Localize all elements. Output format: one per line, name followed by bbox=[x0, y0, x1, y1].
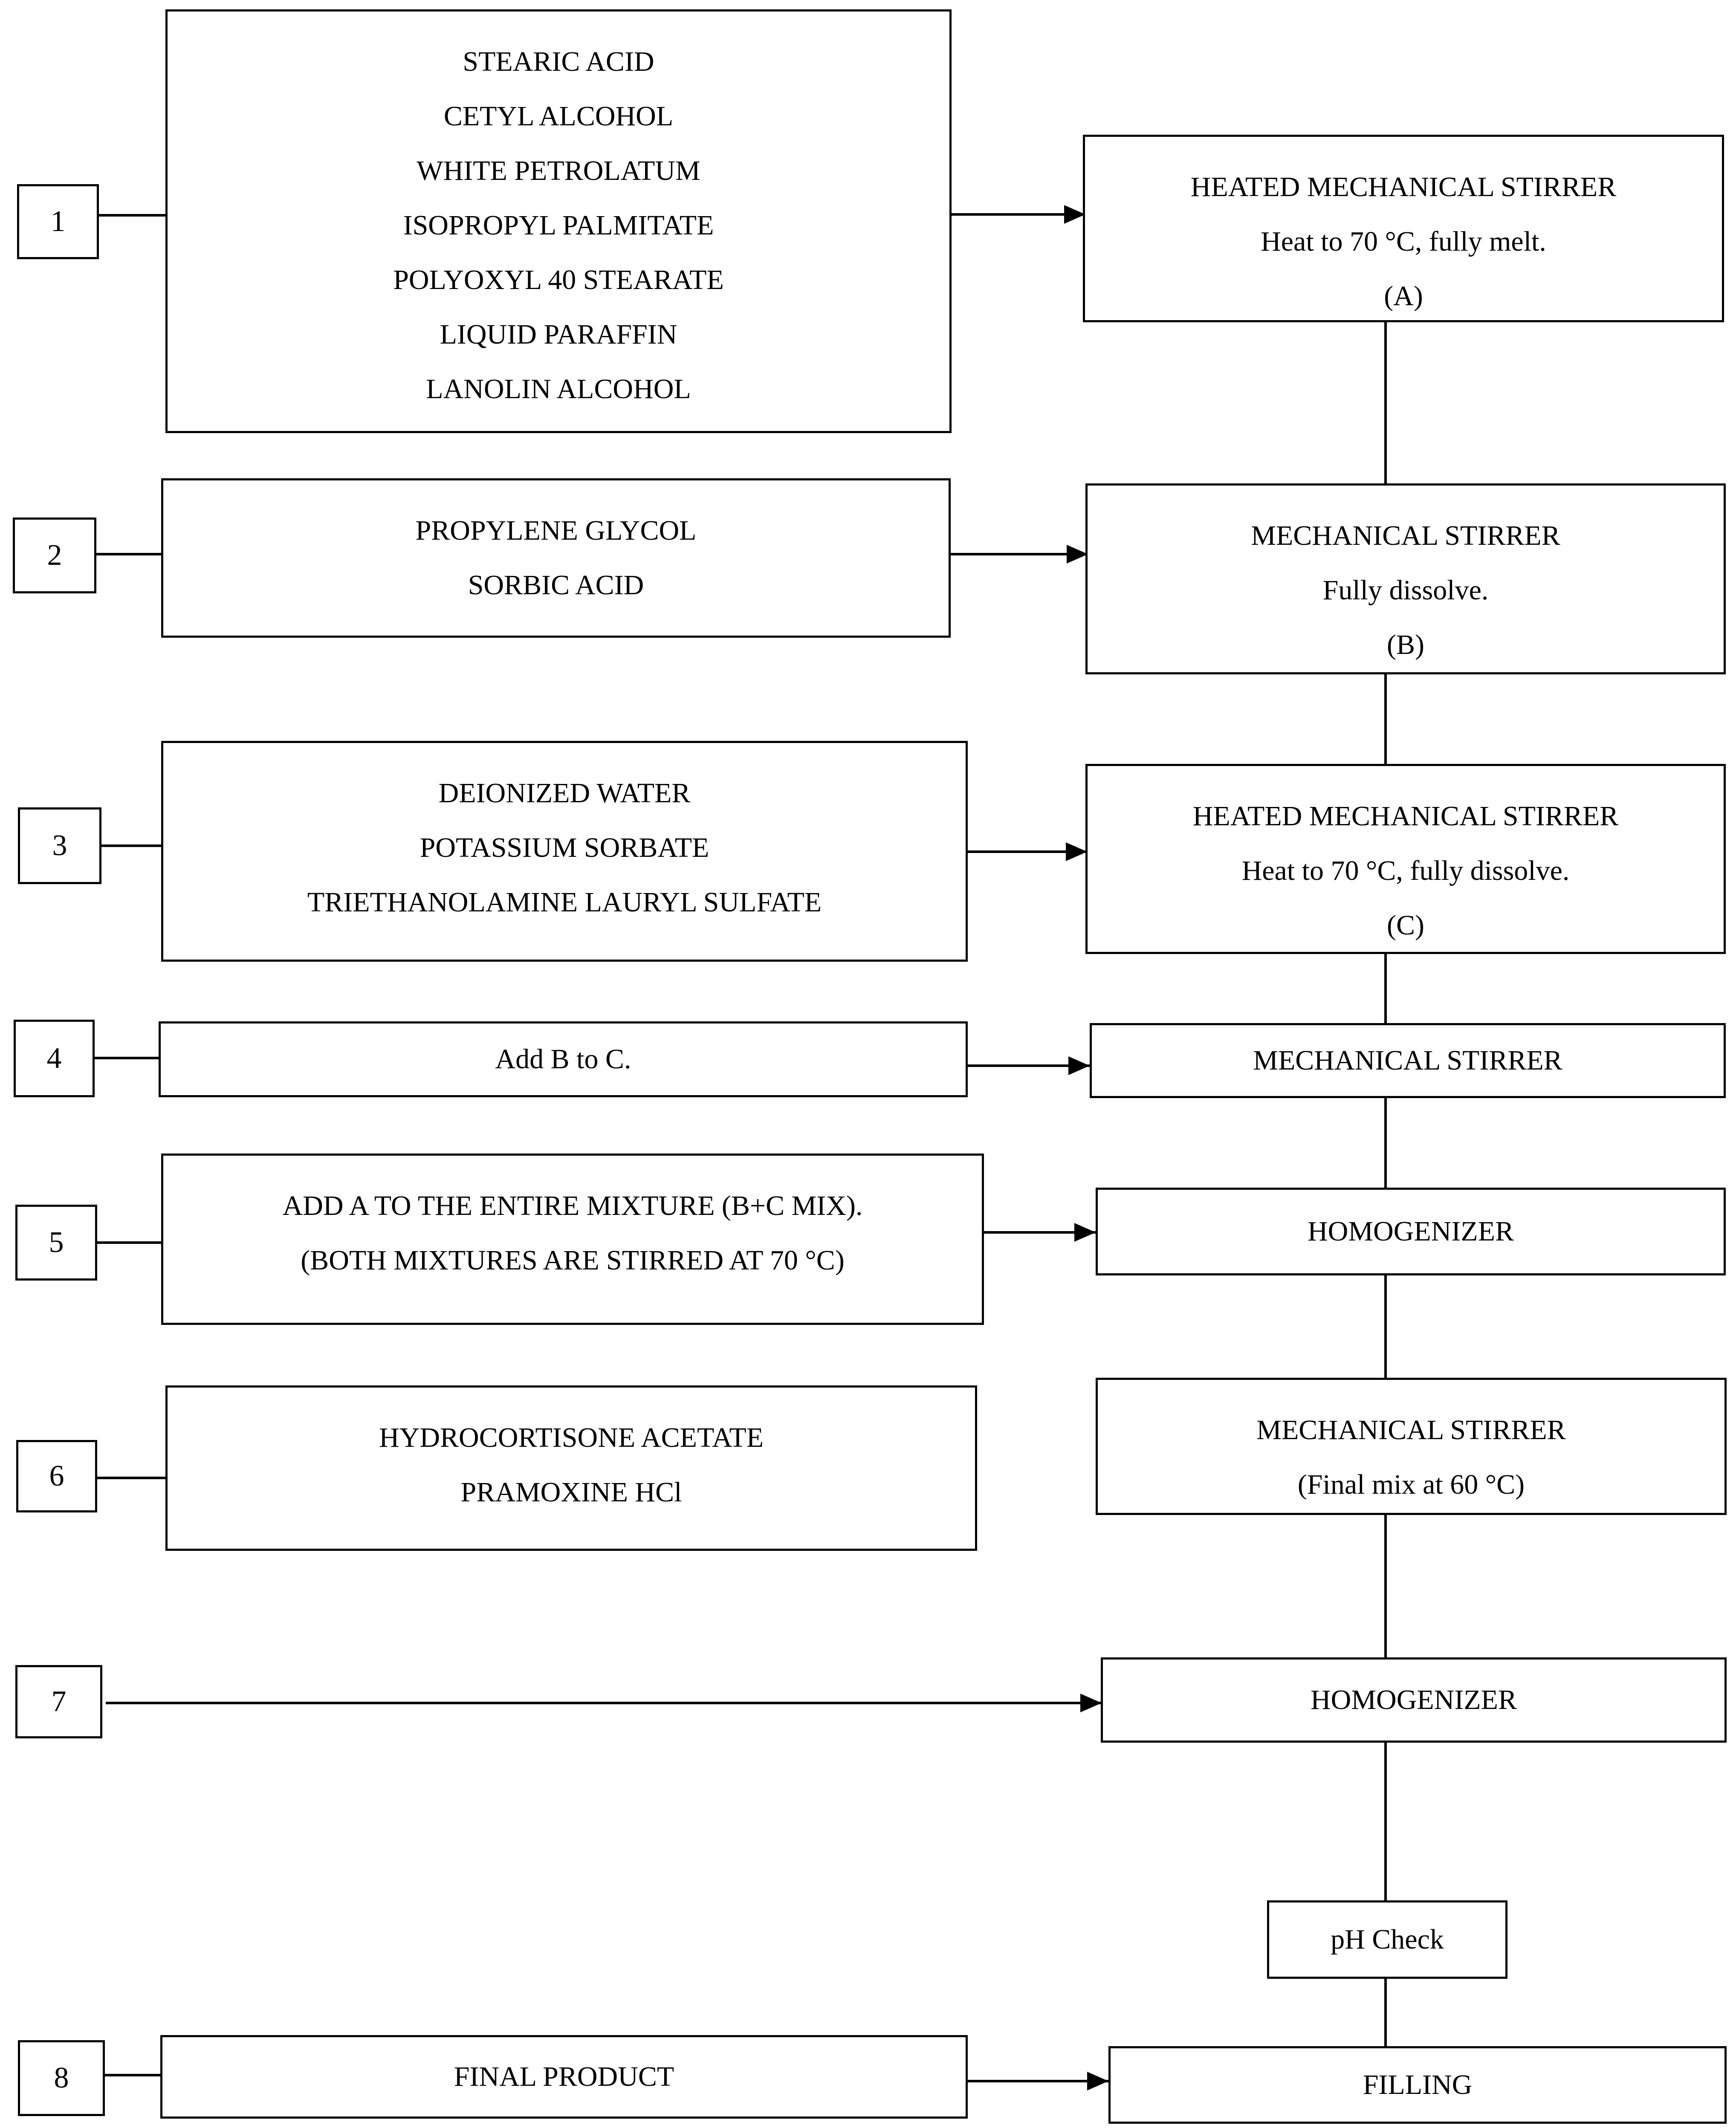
process-line: HOMOGENIZER bbox=[1311, 1684, 1517, 1715]
input-line: ISOPROPYL PALMITATE bbox=[403, 210, 714, 241]
process-line: HEATED MECHANICAL STIRRER bbox=[1192, 801, 1619, 832]
process-line: pH Check bbox=[1331, 1924, 1444, 1955]
input-box-6: HYDROCORTISONE ACETATE PRAMOXINE HCl bbox=[165, 1385, 977, 1551]
input-line: FINAL PRODUCT bbox=[454, 2061, 674, 2092]
step-number-8: 8 bbox=[18, 2040, 105, 2116]
step-number-7: 7 bbox=[15, 1665, 102, 1738]
input-line: POTASSIUM SORBATE bbox=[420, 832, 709, 863]
input-box-2: PROPYLENE GLYCOL SORBIC ACID bbox=[161, 478, 951, 638]
process-box-ph-check: pH Check bbox=[1267, 1900, 1507, 1979]
process-line: Heat to 70 °C, fully melt. bbox=[1261, 226, 1546, 257]
input-line: PROPYLENE GLYCOL bbox=[415, 515, 697, 546]
input-line: STEARIC ACID bbox=[463, 46, 654, 77]
input-line: PRAMOXINE HCl bbox=[460, 1477, 682, 1508]
input-line: Add B to C. bbox=[495, 1044, 631, 1075]
step-number-5: 5 bbox=[15, 1205, 97, 1281]
step-number-4: 4 bbox=[14, 1020, 95, 1097]
process-line: (A) bbox=[1384, 280, 1423, 312]
process-line: MECHANICAL STIRRER bbox=[1253, 1045, 1562, 1076]
process-line: (B) bbox=[1387, 629, 1424, 660]
process-line: FILLING bbox=[1363, 2069, 1473, 2100]
input-line: TRIETHANOLAMINE LAURYL SULFATE bbox=[307, 887, 822, 918]
input-box-8: FINAL PRODUCT bbox=[160, 2035, 968, 2119]
input-box-1: STEARIC ACID CETYL ALCOHOL WHITE PETROLA… bbox=[165, 9, 952, 433]
process-line: (Final mix at 60 °C) bbox=[1297, 1469, 1525, 1500]
step-number-1: 1 bbox=[17, 184, 99, 259]
process-line: MECHANICAL STIRRER bbox=[1256, 1414, 1566, 1446]
process-box-final-mix: MECHANICAL STIRRER (Final mix at 60 °C) bbox=[1096, 1378, 1727, 1515]
process-line: MECHANICAL STIRRER bbox=[1251, 520, 1560, 551]
process-line: Fully dissolve. bbox=[1322, 575, 1489, 606]
process-box-homogenizer-1: HOMOGENIZER bbox=[1096, 1188, 1726, 1275]
input-line: DEIONIZED WATER bbox=[438, 778, 691, 809]
step-number-3: 3 bbox=[18, 807, 101, 884]
input-line: WHITE PETROLATUM bbox=[417, 155, 700, 186]
input-line: ADD A TO THE ENTIRE MIXTURE (B+C MIX). bbox=[282, 1190, 863, 1221]
step-number-6: 6 bbox=[16, 1440, 97, 1512]
process-box-c: HEATED MECHANICAL STIRRER Heat to 70 °C,… bbox=[1085, 764, 1726, 954]
input-box-3: DEIONIZED WATER POTASSIUM SORBATE TRIETH… bbox=[161, 741, 968, 962]
process-line: Heat to 70 °C, fully dissolve. bbox=[1241, 855, 1570, 886]
input-line: HYDROCORTISONE ACETATE bbox=[379, 1422, 764, 1453]
process-box-a: HEATED MECHANICAL STIRRER Heat to 70 °C,… bbox=[1083, 135, 1724, 322]
process-line: HOMOGENIZER bbox=[1308, 1216, 1514, 1247]
input-line: LIQUID PARAFFIN bbox=[440, 319, 677, 350]
input-line: LANOLIN ALCOHOL bbox=[426, 373, 691, 405]
process-line: (C) bbox=[1387, 910, 1424, 941]
input-box-5: ADD A TO THE ENTIRE MIXTURE (B+C MIX). (… bbox=[161, 1154, 984, 1325]
input-line: POLYOXYL 40 STEARATE bbox=[393, 264, 724, 295]
process-box-b: MECHANICAL STIRRER Fully dissolve. (B) bbox=[1085, 483, 1726, 674]
input-box-4: Add B to C. bbox=[159, 1021, 968, 1097]
process-box-filling: FILLING bbox=[1108, 2046, 1727, 2124]
input-line: CETYL ALCOHOL bbox=[443, 101, 674, 132]
step-number-2: 2 bbox=[13, 518, 96, 593]
input-line: SORBIC ACID bbox=[468, 570, 644, 601]
process-box-homogenizer-2: HOMOGENIZER bbox=[1101, 1657, 1727, 1743]
process-line: HEATED MECHANICAL STIRRER bbox=[1190, 171, 1617, 202]
process-box-stirrer: MECHANICAL STIRRER bbox=[1090, 1023, 1726, 1098]
input-line: (BOTH MIXTURES ARE STIRRED AT 70 °C) bbox=[301, 1245, 845, 1276]
